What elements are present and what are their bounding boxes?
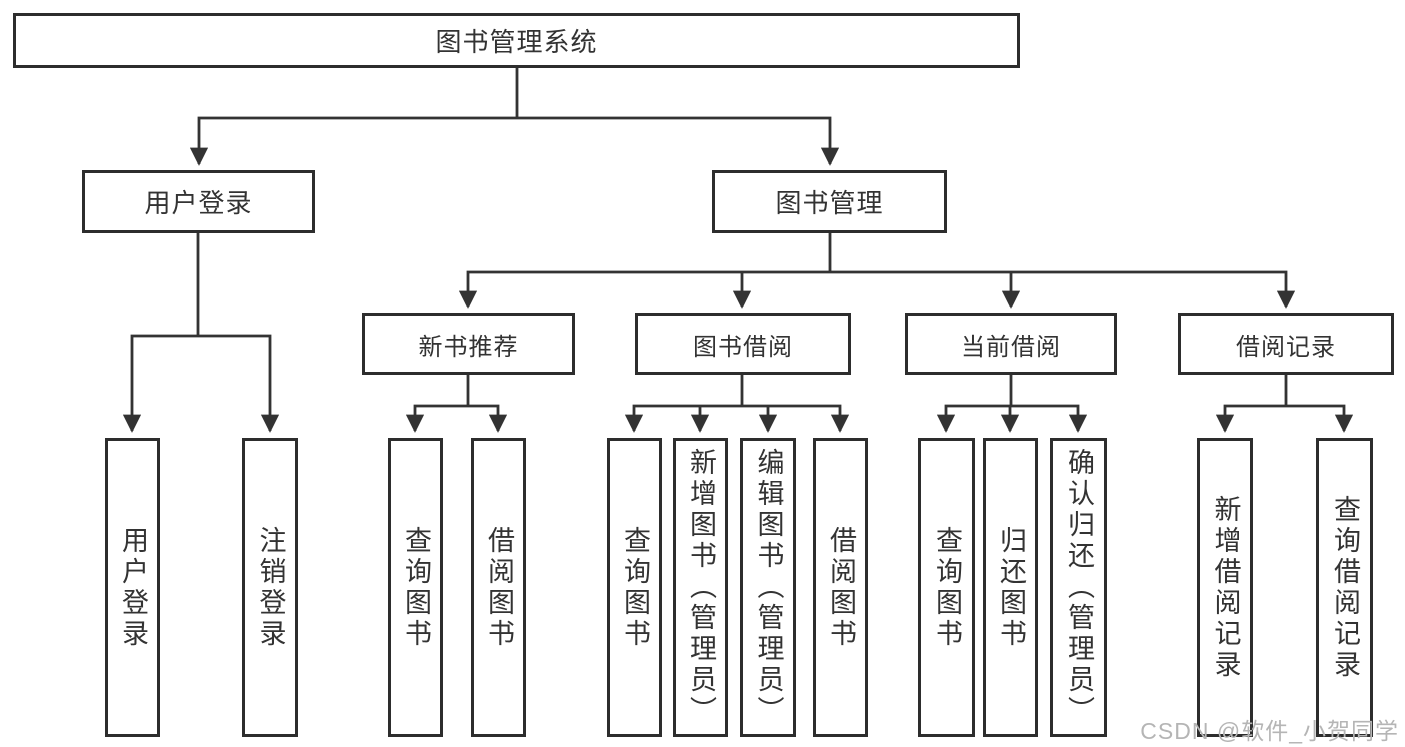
node-user-login-label: 用户登录 [144, 188, 253, 218]
leaf-borrow-books-recommend: 借阅图书 [471, 438, 526, 737]
node-user-login: 用户登录 [82, 170, 315, 233]
connector-bookmgmt-split [458, 270, 1296, 309]
connector-userlogin-split [122, 334, 280, 433]
node-borrow-records-label: 借阅记录 [1236, 333, 1336, 361]
node-new-book-recommend-label: 新书推荐 [418, 333, 519, 361]
connector-currentborrow-split [936, 404, 1088, 433]
leaf-edit-book-admin: 编辑图书（管理员） [740, 438, 796, 737]
node-book-borrow-label: 图书借阅 [693, 333, 793, 361]
connector-records-split [1215, 404, 1354, 433]
leaf-add-borrow-record: 新增借阅记录 [1197, 438, 1253, 737]
connector-bookborrow-split [624, 404, 850, 433]
leaf-add-borrow-record-label: 新增借阅记录 [1210, 494, 1241, 681]
leaf-query-books-current: 查询图书 [918, 438, 975, 737]
connector-root-split [189, 116, 840, 166]
leaf-query-books-borrow-label: 查询图书 [620, 525, 650, 650]
node-book-management-label: 图书管理 [775, 188, 884, 218]
leaf-confirm-return-admin-label: 确认归还（管理员） [1064, 448, 1094, 727]
connector-newbook-split [405, 404, 508, 433]
leaf-borrow-books-label: 借阅图书 [826, 525, 856, 650]
node-book-borrow: 图书借阅 [635, 313, 851, 375]
csdn-watermark: CSDN @软件_小贺同学 [1140, 718, 1399, 744]
node-book-management: 图书管理 [712, 170, 947, 233]
node-borrow-records: 借阅记录 [1178, 313, 1394, 375]
leaf-add-book-admin: 新增图书（管理员） [673, 438, 728, 737]
leaf-logout-label: 注销登录 [255, 525, 286, 650]
leaf-add-book-admin-label: 新增图书（管理员） [686, 448, 716, 727]
leaf-query-books-current-label: 查询图书 [932, 525, 962, 650]
leaf-borrow-books: 借阅图书 [813, 438, 868, 737]
node-current-borrow: 当前借阅 [905, 313, 1117, 375]
leaf-query-books-recommend: 查询图书 [388, 438, 443, 737]
leaf-query-books-recommend-label: 查询图书 [401, 525, 431, 650]
node-new-book-recommend: 新书推荐 [362, 313, 575, 375]
leaf-confirm-return-admin: 确认归还（管理员） [1050, 438, 1107, 737]
leaf-return-book-label: 归还图书 [996, 525, 1026, 650]
leaf-query-books-borrow: 查询图书 [607, 438, 662, 737]
leaf-return-book: 归还图书 [983, 438, 1038, 737]
leaf-user-login: 用户登录 [105, 438, 160, 737]
node-root-label: 图书管理系统 [435, 27, 598, 57]
leaf-query-borrow-record-label: 查询借阅记录 [1330, 494, 1360, 681]
leaf-query-borrow-record: 查询借阅记录 [1316, 438, 1373, 737]
leaf-logout: 注销登录 [242, 438, 298, 737]
node-current-borrow-label: 当前借阅 [961, 333, 1061, 361]
node-root: 图书管理系统 [13, 13, 1020, 68]
leaf-user-login-label: 用户登录 [118, 525, 148, 650]
leaf-edit-book-admin-label: 编辑图书（管理员） [753, 448, 784, 727]
leaf-borrow-books-recommend-label: 借阅图书 [484, 525, 514, 650]
